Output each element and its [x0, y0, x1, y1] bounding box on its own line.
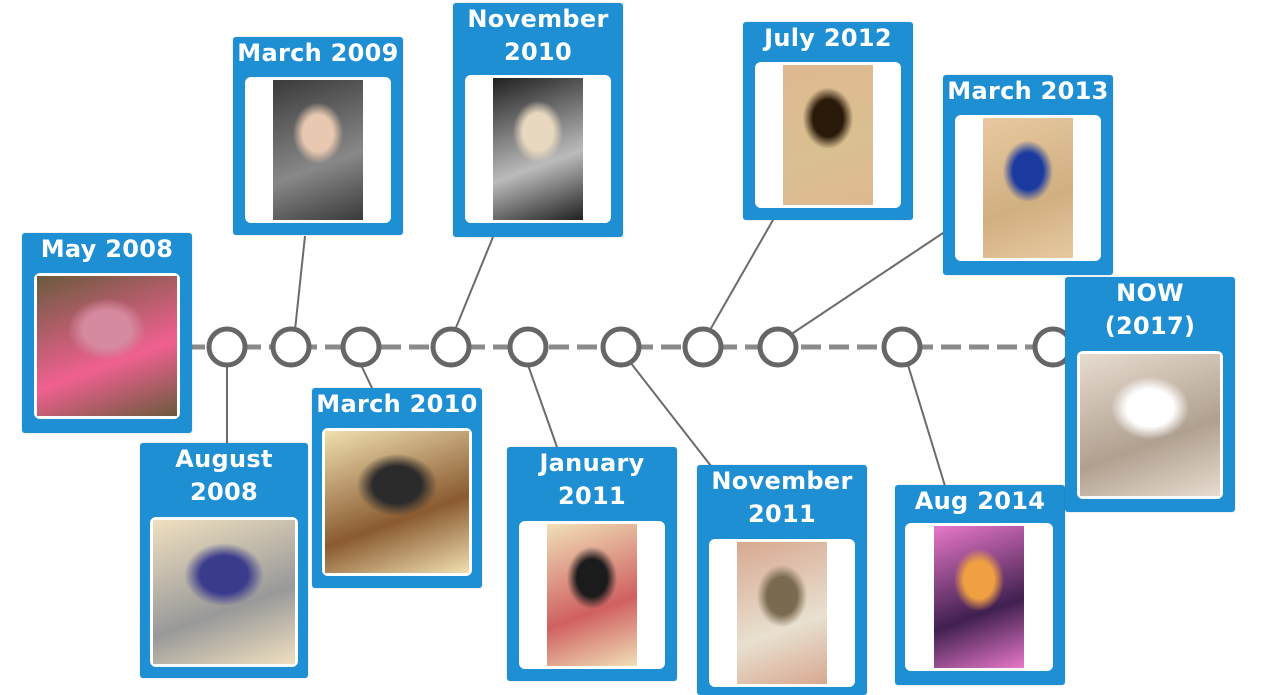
card-date-label: November 2011 — [711, 467, 853, 528]
portrait-photo — [153, 520, 295, 664]
card-photo-frame — [465, 75, 611, 223]
timeline-card-jan-2011: January 2011 — [507, 447, 677, 681]
connector-mar-2013 — [789, 232, 944, 336]
connector-nov-2010 — [454, 236, 494, 331]
connector-mar-2009 — [294, 235, 306, 331]
timeline-node-nov-2010 — [430, 326, 472, 368]
card-date-label: July 2012 — [764, 24, 892, 52]
timeline-card-mar-2009: March 2009 — [233, 37, 403, 235]
portrait-photo — [547, 524, 637, 666]
timeline-node-nov-2011 — [600, 326, 642, 368]
card-photo-frame — [955, 115, 1101, 261]
portrait-photo — [325, 431, 469, 573]
timeline-card-aug-2008: August 2008 — [140, 443, 308, 678]
card-date-label: May 2008 — [40, 235, 174, 263]
card-photo-frame — [34, 273, 180, 419]
card-photo-frame — [755, 62, 901, 208]
portrait-photo — [273, 80, 363, 220]
connector-nov-2011 — [629, 361, 712, 467]
portrait-photo — [37, 276, 177, 416]
card-date-label: Aug 2014 — [914, 487, 1046, 515]
card-photo-frame — [709, 539, 855, 687]
portrait-photo — [1080, 354, 1220, 496]
card-photo-frame — [1077, 351, 1223, 499]
card-date-label: NOW (2017) — [1104, 279, 1196, 340]
card-date-label: March 2010 — [316, 390, 478, 418]
connector-aug-2014 — [907, 364, 946, 487]
connector-jul-2012 — [709, 219, 774, 331]
card-date-label: March 2009 — [237, 39, 399, 67]
timeline-card-mar-2010: March 2010 — [312, 388, 482, 588]
timeline-card-jul-2012: July 2012 — [743, 22, 913, 220]
timeline-card-aug-2014: Aug 2014 — [895, 485, 1065, 685]
timeline-node-jan-2011 — [507, 326, 549, 368]
card-photo-frame — [905, 523, 1053, 671]
card-photo-frame — [150, 517, 298, 667]
portrait-photo — [493, 78, 583, 220]
card-date-label: November 2010 — [467, 5, 609, 66]
timeline-node-mar-2010 — [340, 326, 382, 368]
timeline-node-mar-2009 — [270, 326, 312, 368]
portrait-photo — [737, 542, 827, 684]
card-date-label: August 2008 — [175, 445, 273, 506]
timeline-node-jul-2012 — [682, 326, 724, 368]
timeline-node-aug-2014 — [881, 326, 923, 368]
card-date-label: March 2013 — [947, 77, 1109, 105]
timeline-node-mar-2013 — [757, 326, 799, 368]
timeline-node-aug-2008 — [206, 326, 248, 368]
card-photo-frame — [322, 428, 472, 576]
timeline-card-now-2017: NOW (2017) — [1065, 277, 1235, 512]
portrait-photo — [783, 65, 873, 205]
portrait-photo — [934, 526, 1024, 668]
timeline-card-may-2008: May 2008 — [22, 233, 192, 433]
connector-jan-2011 — [527, 364, 558, 448]
timeline-card-nov-2011: November 2011 — [697, 465, 867, 695]
timeline-card-nov-2010: November 2010 — [453, 3, 623, 237]
card-photo-frame — [245, 77, 391, 223]
card-photo-frame — [519, 521, 665, 669]
portrait-photo — [983, 118, 1073, 258]
card-date-label: January 2011 — [539, 449, 645, 510]
connector-mar-2010 — [360, 364, 373, 389]
timeline-card-mar-2013: March 2013 — [943, 75, 1113, 275]
